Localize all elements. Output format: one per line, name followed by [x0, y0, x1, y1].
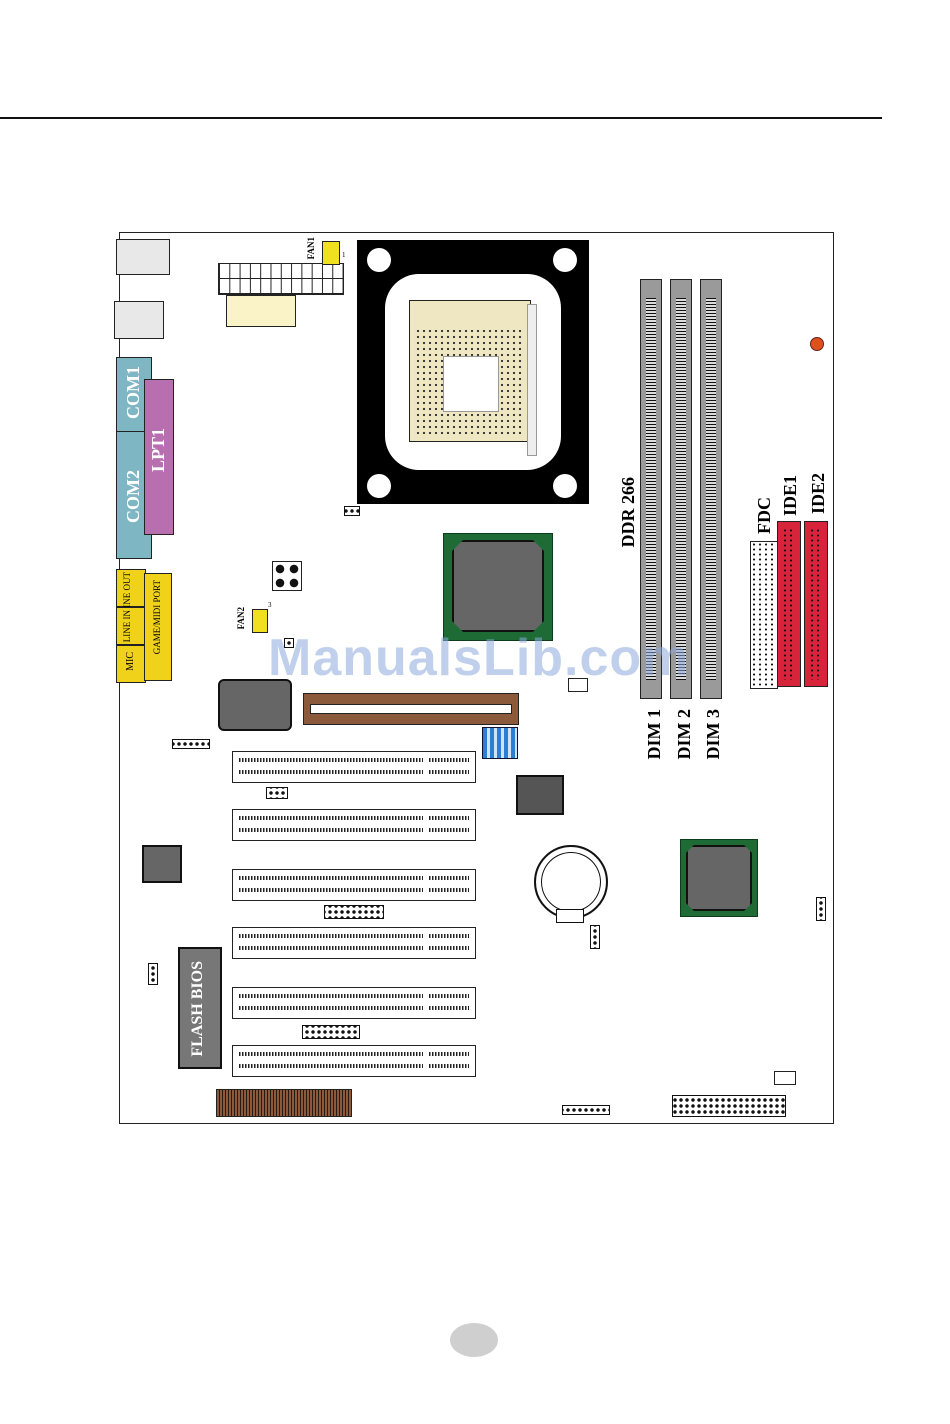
ide1-label: IDE1	[780, 475, 801, 516]
battery-holder	[556, 909, 584, 923]
lan-chip	[142, 845, 182, 883]
lpt1-label: LPT1	[148, 428, 169, 472]
ddr-label: DDR 266	[618, 477, 639, 548]
fdc-connector	[750, 541, 778, 689]
fan2-label: FAN2	[236, 607, 246, 629]
northbridge-die	[452, 540, 544, 632]
ps2-connector	[116, 239, 170, 275]
pci-slot-4	[232, 927, 476, 959]
pci-slot-5	[232, 987, 476, 1019]
com2-label: COM2	[123, 470, 144, 523]
fan1-header	[322, 241, 340, 265]
agp-slot	[303, 693, 519, 725]
ide1-connector	[777, 521, 801, 687]
front-panel-header	[672, 1095, 786, 1117]
cnr-slot	[216, 1089, 352, 1117]
fan1-pin-1: 1	[342, 251, 346, 259]
mic-jack: MIC	[116, 645, 146, 683]
small-connector-right	[774, 1071, 796, 1085]
ide2-label: IDE2	[808, 473, 829, 514]
com1-label: COM1	[123, 366, 144, 419]
mount-hole	[367, 248, 391, 272]
dimm-slot-3	[700, 279, 722, 699]
usb-connector	[114, 301, 164, 339]
pci-slot-6	[232, 1045, 476, 1077]
pci-slot-2	[232, 809, 476, 841]
fan1-label: FAN1	[306, 237, 316, 259]
line-in-label: LINE IN	[122, 610, 132, 642]
page-number-oval	[450, 1323, 498, 1357]
dim3-label: DIM 3	[703, 709, 724, 760]
cpu-socket-center	[443, 356, 499, 412]
southbridge-die	[686, 845, 752, 911]
flash-bios-chip: FLASH BIOS	[178, 947, 222, 1069]
jumper-right	[816, 897, 826, 921]
pci-slot-3	[232, 869, 476, 901]
bios-jumper	[148, 963, 158, 985]
dip-switch	[482, 727, 518, 759]
line-out-jack: LINE OUT	[116, 569, 146, 607]
fdc-label: FDC	[754, 497, 775, 534]
game-midi-label: GAME/MIDI PORT	[152, 580, 162, 654]
agp-slot-inner	[310, 704, 512, 714]
front-panel-jumper	[562, 1105, 610, 1115]
header-rule	[0, 117, 882, 119]
watermark: ManualsLib.com	[268, 628, 689, 688]
dim2-label: DIM 2	[674, 709, 695, 760]
northbridge-chip	[443, 533, 553, 641]
game-midi-port: GAME/MIDI PORT	[144, 573, 172, 681]
fan2-pin-3: 3	[268, 601, 272, 609]
flash-bios-label: FLASH BIOS	[189, 961, 207, 1057]
mount-hole	[553, 474, 577, 498]
power-led	[810, 337, 824, 351]
clear-cmos-jumper	[590, 925, 600, 949]
atx-power-latch	[226, 295, 296, 327]
jumper-3pin	[266, 787, 288, 799]
clock-generator-chip	[516, 775, 564, 815]
header-4pin	[172, 739, 210, 749]
southbridge-chip	[680, 839, 758, 917]
line-in-jack: LINE IN	[116, 607, 146, 645]
pin-header-a	[324, 905, 384, 919]
atx-power-connector	[218, 263, 344, 295]
atx12v-connector	[272, 561, 302, 591]
cpu-socket-lever	[527, 304, 537, 456]
fan2-header	[252, 609, 268, 633]
cmos-battery	[534, 845, 608, 919]
dim1-label: DIM 1	[644, 709, 665, 760]
mic-label: MIC	[125, 652, 136, 671]
cpu-retention-frame	[357, 240, 589, 504]
lpt1-port: LPT1	[144, 379, 174, 535]
ide2-connector	[804, 521, 828, 687]
mount-hole	[367, 474, 391, 498]
pin-header-b	[302, 1025, 360, 1039]
cpu-jumper	[344, 506, 360, 516]
mount-hole	[553, 248, 577, 272]
pci-slot-1	[232, 751, 476, 783]
